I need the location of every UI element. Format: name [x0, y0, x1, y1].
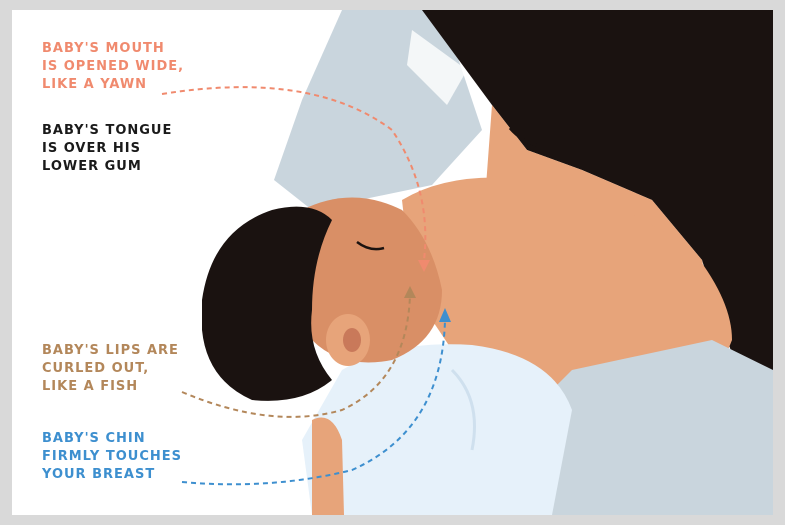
tongue-label-line-1: BABY'S TONGUE — [42, 122, 172, 140]
chin-label-line-1: BABY'S CHIN — [42, 430, 182, 448]
lips-label-line-2: CURLED OUT, — [42, 360, 179, 378]
chin-label-line-2: FIRMLY TOUCHES — [42, 448, 182, 466]
illustration-panel: BABY'S MOUTH IS OPENED WIDE, LIKE A YAWN… — [12, 10, 773, 515]
lips-label-line-3: LIKE A FISH — [42, 378, 179, 396]
lips-label-line-1: BABY'S LIPS ARE — [42, 342, 179, 360]
tongue-label: BABY'S TONGUE IS OVER HIS LOWER GUM — [42, 122, 172, 176]
baby-ear-inner — [343, 328, 361, 352]
lips-label: BABY'S LIPS ARE CURLED OUT, LIKE A FISH — [42, 342, 179, 396]
mouth-label: BABY'S MOUTH IS OPENED WIDE, LIKE A YAWN — [42, 40, 184, 94]
mouth-label-line-1: BABY'S MOUTH — [42, 40, 184, 58]
tongue-label-line-2: IS OVER HIS — [42, 140, 172, 158]
tongue-label-line-3: LOWER GUM — [42, 158, 172, 176]
chin-label-line-3: YOUR BREAST — [42, 466, 182, 484]
mouth-label-line-2: IS OPENED WIDE, — [42, 58, 184, 76]
mouth-label-line-3: LIKE A YAWN — [42, 76, 184, 94]
chin-label: BABY'S CHIN FIRMLY TOUCHES YOUR BREAST — [42, 430, 182, 484]
